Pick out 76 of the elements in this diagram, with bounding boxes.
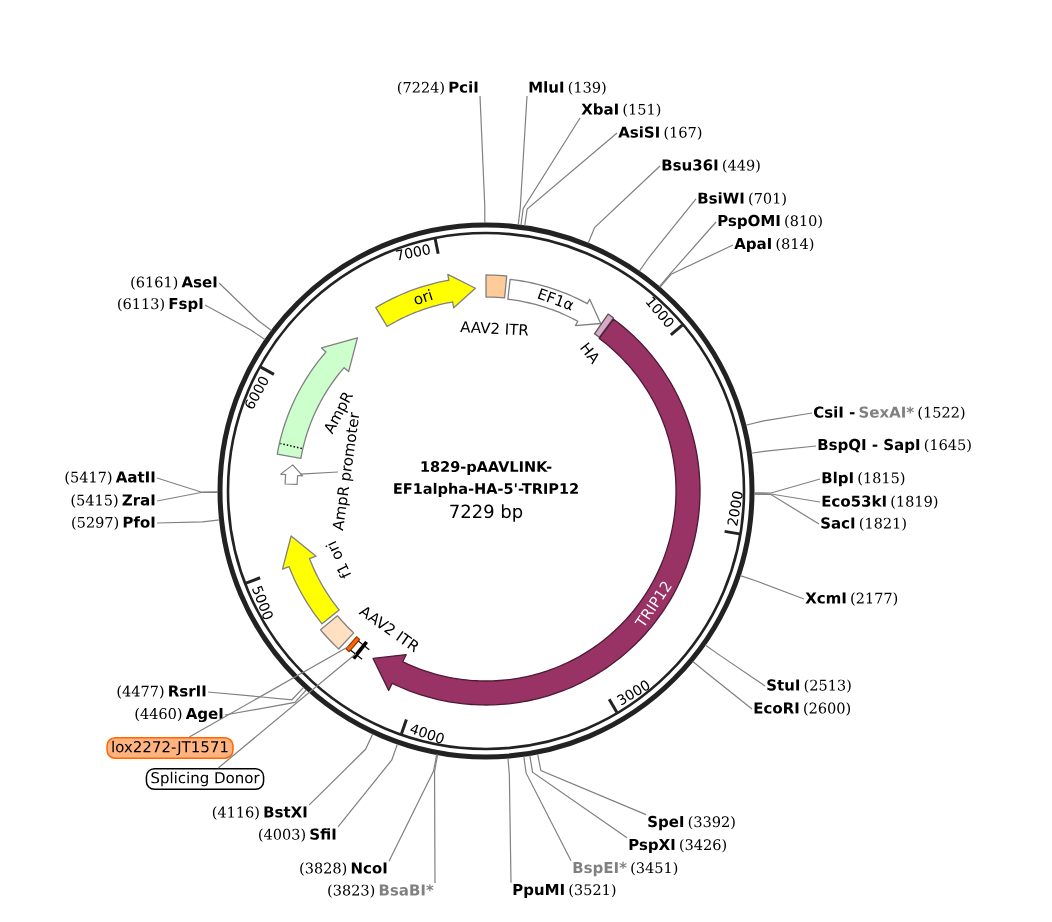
site-label: (4003) SfiI <box>259 828 336 842</box>
feature-block: f1 ori <box>281 535 351 625</box>
site-label: SacI (1821) <box>821 517 906 531</box>
site-label: (5297) PfoI <box>72 516 155 530</box>
tick-label: 7000 <box>395 244 430 261</box>
site-label: StuI (2513) <box>767 679 851 693</box>
leader-line <box>753 478 821 494</box>
leader-line <box>537 753 647 816</box>
feature-box <box>345 636 361 653</box>
leader-line <box>750 445 817 454</box>
site-label: XbaI (151) <box>581 103 661 117</box>
site-label: AsiSI (167) <box>618 126 702 140</box>
leader-line <box>704 644 766 687</box>
site-label: (5415) ZraI <box>71 494 155 508</box>
site-label: Eco53kI (1819) <box>822 495 938 509</box>
leader-line <box>739 575 805 600</box>
leader-line <box>479 95 486 224</box>
leader-line <box>753 493 820 525</box>
leader-line <box>692 660 753 710</box>
site-label: CsiI - SexAI* (1522) <box>813 406 965 420</box>
site-label: (6161) AseI <box>131 276 217 290</box>
leader-line <box>224 689 307 716</box>
site-label: (6113) FspI <box>118 297 203 313</box>
site-label: (4477) RsrII <box>117 685 206 699</box>
leader-line <box>156 519 221 524</box>
leader-line <box>204 304 266 341</box>
leader-line <box>753 493 821 503</box>
leader-line <box>507 757 512 884</box>
leader-line <box>529 754 628 839</box>
leader-line <box>337 743 399 828</box>
leader-line <box>524 132 618 227</box>
leader-line <box>523 755 572 862</box>
leader-line <box>188 646 350 738</box>
site-label: PpuMI (3521) <box>513 883 616 899</box>
site-label: EcoRI (2600) <box>754 702 850 716</box>
site-label: (4116) BstXI <box>212 806 307 820</box>
site-label: SpeI (3392) <box>648 815 735 831</box>
leader-line <box>638 198 697 272</box>
site-label: Bsu36I (449) <box>662 159 760 173</box>
site-label: (3823) BsaBI* <box>328 884 434 898</box>
site-label: BspQI - SapI (1645) <box>818 438 971 454</box>
site-label: PspXI (3426) <box>629 838 726 854</box>
site-label: BspEI* (3451) <box>573 861 678 877</box>
site-label: BsiWI (701) <box>698 192 786 206</box>
feature-block <box>280 464 304 485</box>
site-label: (7224) PciI <box>397 81 478 95</box>
leader-line <box>308 733 374 806</box>
tick-label: 4000 <box>410 724 444 744</box>
site-label: (4460) AgeI <box>135 707 223 723</box>
feature-box <box>350 640 370 660</box>
plasmid-name: 1829-pAAVLINK-EF1alpha-HA-5'-TRIP12 <box>394 461 578 497</box>
leader-line <box>587 165 661 244</box>
site-label: (3828) NcoI <box>300 862 387 876</box>
leader-line <box>433 754 439 884</box>
leader-line <box>520 117 581 226</box>
leader-line <box>658 221 717 288</box>
tick-label: 2000 <box>727 491 743 526</box>
leader-line <box>659 244 734 288</box>
leader-line <box>156 491 219 502</box>
site-label: (5417) AatII <box>65 471 155 485</box>
leader-line <box>388 753 438 862</box>
site-box: Splicing Donor <box>145 768 265 790</box>
leader-line <box>156 477 219 493</box>
site-label: PspOMI (810) <box>718 214 822 230</box>
site-label: XcmI (2177) <box>805 592 898 606</box>
leader-line <box>207 686 305 701</box>
leader-line <box>745 412 813 426</box>
site-label: MluI (139) <box>529 81 606 95</box>
site-box: lox2272-JT1571 <box>106 737 234 759</box>
site-label: ApaI (814) <box>734 237 814 253</box>
leader-line <box>517 95 528 226</box>
leader-line <box>218 282 272 332</box>
site-label: BlpI (1815) <box>822 471 905 487</box>
sequence-length: 7229 bp <box>450 504 523 522</box>
node-label: HA <box>580 342 599 365</box>
leader-line <box>299 471 339 475</box>
